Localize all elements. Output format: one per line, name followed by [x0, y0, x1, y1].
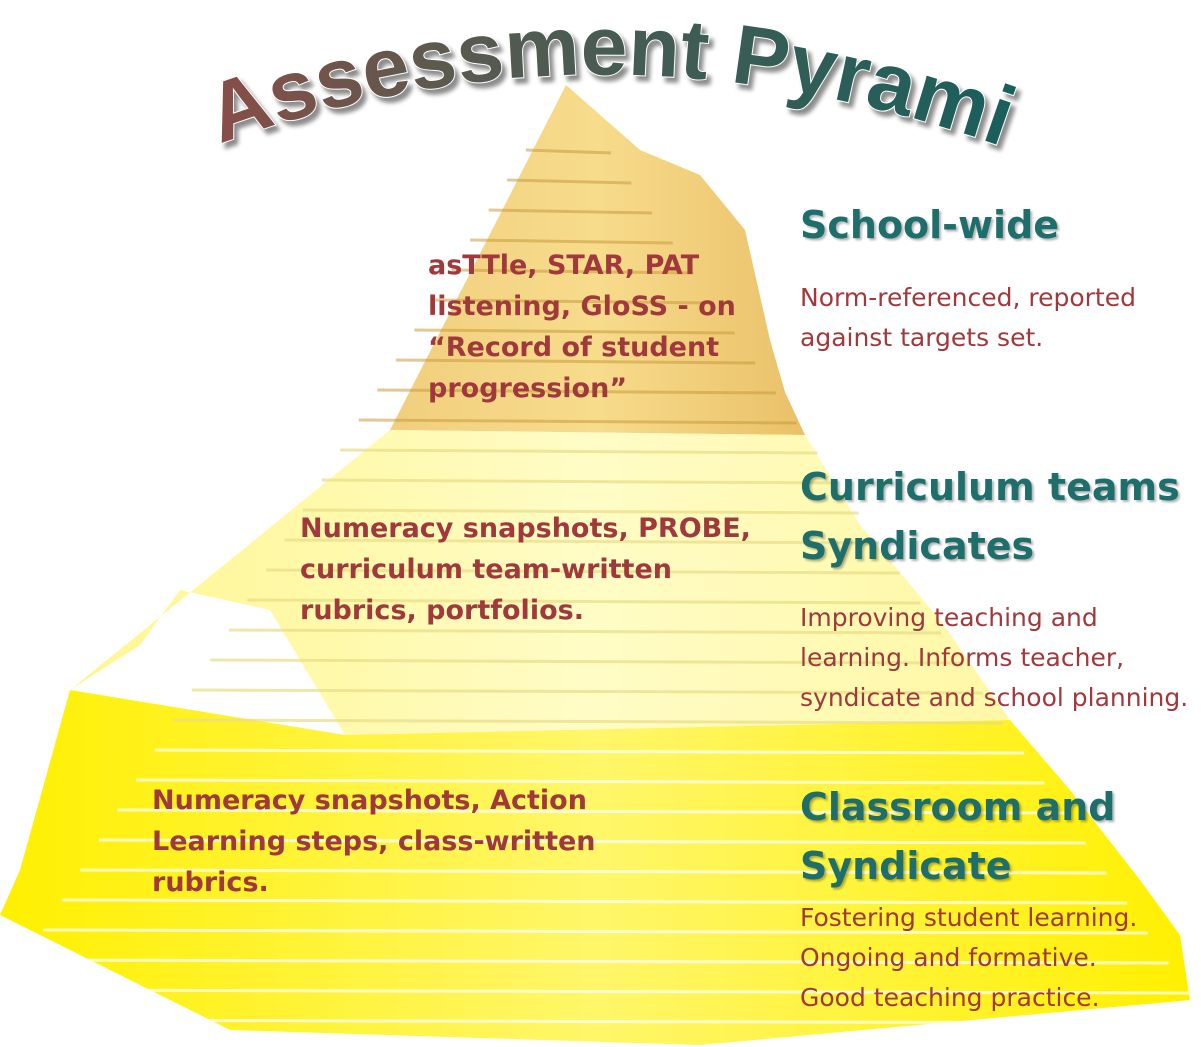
level-desc-line: learning. Informs teacher, [800, 643, 1125, 672]
level-title-school-wide: School-wide [800, 196, 1059, 255]
pyramid-step-line [98, 838, 1086, 845]
pyramid-step-line [154, 748, 1024, 755]
pyramid-step-line [284, 538, 880, 545]
pyramid-step-line [6, 988, 1190, 995]
pyramid-step-line [321, 478, 839, 485]
middle-tier-assessments-line: Numeracy snapshots, PROBE, [300, 513, 751, 544]
pyramid-step-line [210, 658, 962, 665]
pyramid-step-line [173, 718, 1004, 725]
pyramid-step-line [43, 928, 1148, 935]
pyramid-title-text: Assessment Pyramid [0, 0, 1028, 164]
pyramid-bottom-tier [0, 690, 1190, 1045]
level-title-line: Classroom and [800, 785, 1116, 829]
pyramid-step-line [24, 958, 1169, 965]
level-title-line: Curriculum teams [800, 465, 1180, 509]
level-desc-line: Fostering student learning. [800, 903, 1138, 932]
pyramid-step-line [61, 898, 1128, 905]
pyramid-step-line [340, 448, 818, 455]
middle-tier-assessments-line: rubrics, portfolios. [300, 595, 584, 627]
pyramid-step-line [432, 298, 715, 305]
top-tier-assessments-line: asTTle, STAR, PAT [428, 250, 700, 281]
pyramid-title: Assessment Pyramid [0, 0, 1027, 163]
pyramid-step-line [358, 418, 797, 425]
level-desc-line: against targets set. [800, 323, 1044, 352]
level-desc-classroom: Fostering student learning. Ongoing and … [800, 898, 1137, 1018]
pyramid-step-line [247, 598, 921, 605]
pyramid-top-tier [390, 85, 805, 435]
pyramid-step-line [303, 508, 859, 515]
level-title-curriculum-teams: Curriculum teams Syndicates [800, 458, 1180, 576]
pyramid-step-line [228, 628, 942, 635]
bottom-tier-assessments-line: Learning steps, class-written [152, 826, 596, 858]
pyramid-step-line [80, 868, 1107, 875]
pyramid-step-lines [0, 148, 1196, 1025]
pyramid-step-line [136, 778, 1045, 785]
level-desc-line: Improving teaching and [800, 603, 1098, 632]
level-desc-line: Ongoing and formative. [800, 943, 1097, 972]
pyramid-step-line [507, 178, 632, 185]
middle-tier-assessments: Numeracy snapshots, PROBE, curriculum te… [300, 508, 751, 631]
level-title-line: Syndicate [800, 843, 1012, 888]
top-tier-assessments-line: listening, GloSS - on [428, 291, 736, 323]
level-desc-line: Norm-referenced, reported [800, 283, 1136, 312]
pyramid-step-line [377, 388, 777, 395]
bottom-tier-assessments-line: rubrics. [152, 867, 269, 899]
pyramid-step-line [117, 808, 1066, 815]
level-desc-line: Good teaching practice. [800, 983, 1100, 1012]
pyramid-step-line [0, 1018, 1196, 1025]
pyramid-step-line [525, 148, 611, 155]
level-title-classroom: Classroom and Syndicate [800, 778, 1115, 896]
pyramid-step-line [414, 328, 735, 335]
pyramid-step-line [470, 238, 673, 245]
pyramid-step-line [265, 568, 900, 575]
bottom-tier-assessments: Numeracy snapshots, Action Learning step… [152, 780, 596, 903]
bottom-tier-assessments-line: Numeracy snapshots, Action [152, 785, 587, 816]
pyramid-step-line [488, 208, 653, 215]
level-title-line: School-wide [800, 203, 1060, 247]
level-desc-curriculum-teams: Improving teaching and learning. Informs… [800, 598, 1188, 718]
pyramid-step-line [191, 688, 983, 695]
top-tier-assessments-line: “Record of student [428, 332, 720, 364]
level-desc-school-wide: Norm-referenced, reported against target… [800, 278, 1136, 358]
pyramid-middle-tier [70, 430, 1010, 735]
top-tier-assessments: asTTle, STAR, PAT listening, GloSS - on … [428, 245, 736, 409]
pyramid-step-line [395, 358, 756, 365]
top-tier-assessments-line: progression” [428, 373, 628, 405]
level-title-line: Syndicates [800, 523, 1035, 568]
level-desc-line: syndicate and school planning. [800, 683, 1189, 712]
pyramid-step-line [451, 268, 694, 275]
middle-tier-assessments-line: curriculum team-written [300, 554, 672, 586]
